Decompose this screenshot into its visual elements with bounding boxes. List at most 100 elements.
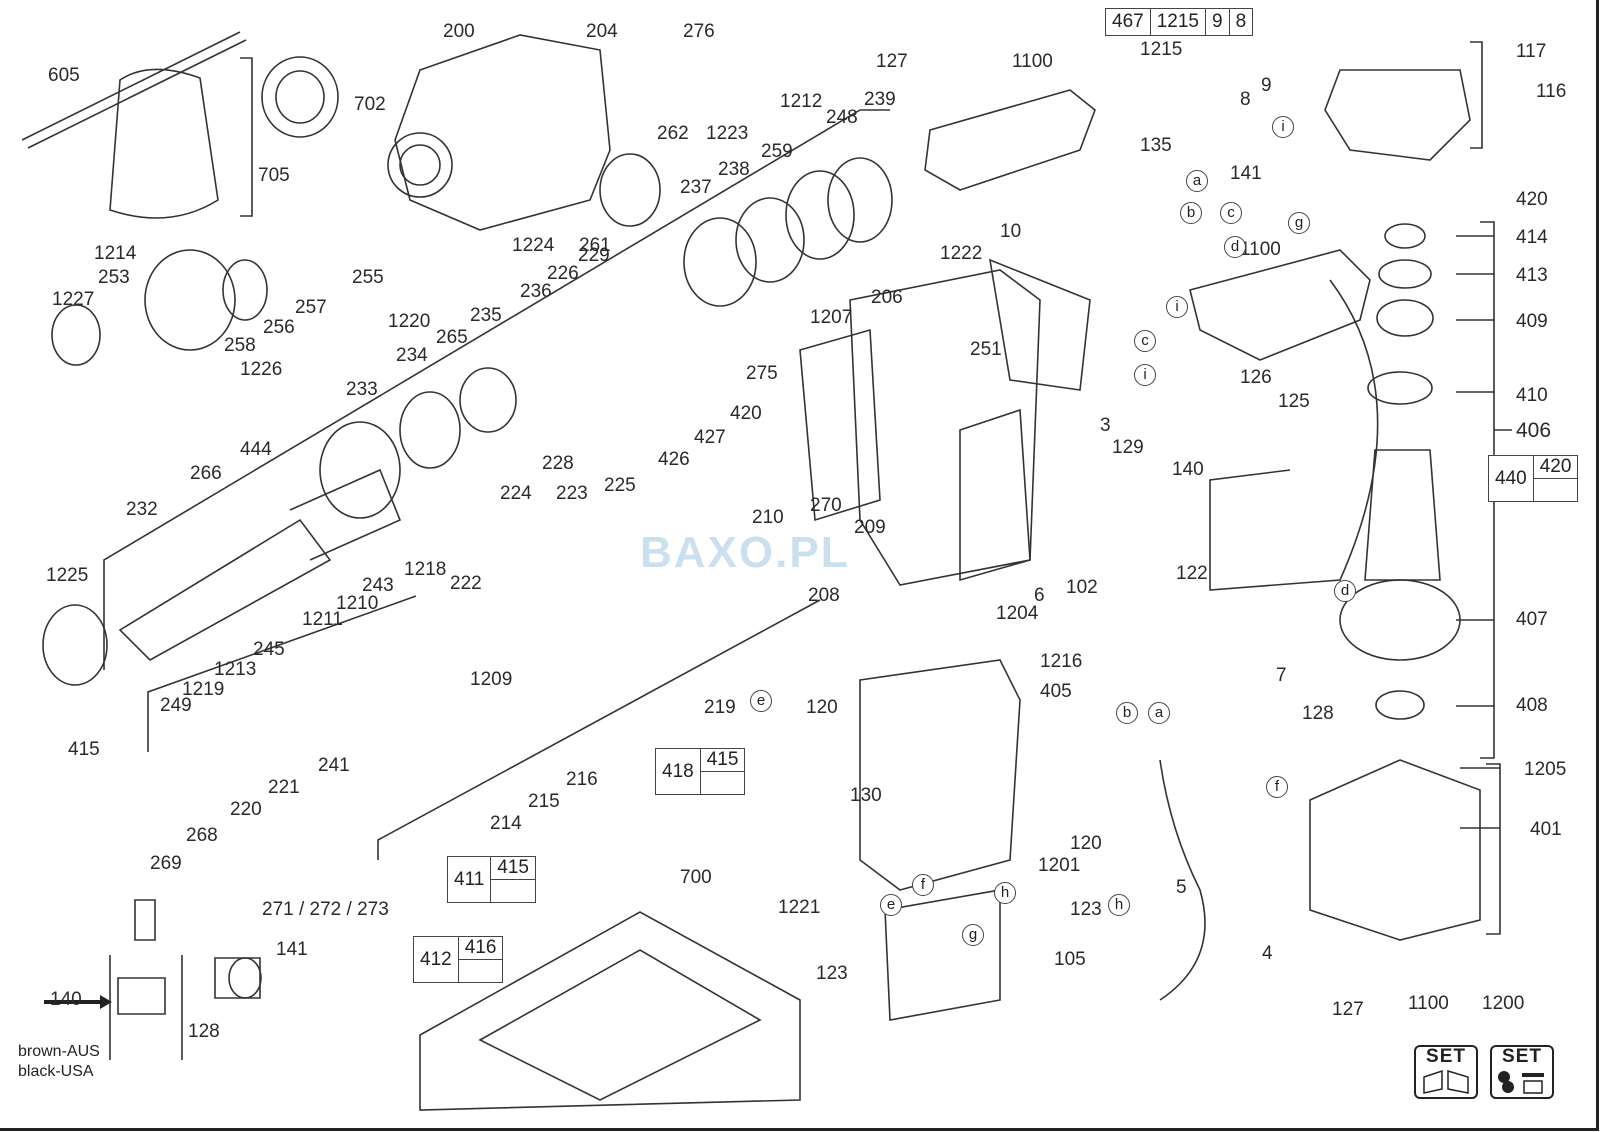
- part-label: 223: [556, 483, 588, 504]
- part-label: 5: [1176, 877, 1187, 898]
- part-label: 427: [694, 427, 726, 448]
- set-box-sub: 416: [458, 937, 503, 960]
- set-box-main: 440: [1489, 456, 1534, 501]
- part-label: 1227: [52, 289, 95, 310]
- part-label: 200: [443, 21, 475, 42]
- part-label: 141: [1230, 163, 1262, 184]
- part-label: 116: [1536, 81, 1567, 102]
- connector-marker: d: [1224, 236, 1246, 258]
- wiring-note: brown-AUS black-USA: [18, 1042, 100, 1082]
- set-box-418: 418 415: [655, 748, 746, 795]
- part-label: 234: [396, 345, 428, 366]
- part-label: 6: [1034, 585, 1045, 606]
- watermark: BAXO.PL: [640, 528, 850, 577]
- set-box-412: 412 416: [413, 936, 504, 983]
- connector-marker: a: [1186, 170, 1208, 192]
- connector-marker: c: [1134, 330, 1156, 352]
- set-box-sub: [701, 772, 745, 794]
- part-label: 140: [50, 989, 82, 1010]
- part-label: 229: [578, 245, 610, 266]
- part-label: 125: [1278, 391, 1310, 412]
- connector-marker: f: [912, 874, 934, 896]
- part-label: 228: [542, 453, 574, 474]
- part-label: 239: [864, 89, 896, 110]
- part-label: 1100: [1012, 51, 1053, 72]
- connector-marker: i: [1272, 116, 1294, 138]
- part-label: 249: [160, 695, 192, 716]
- part-label: 243: [362, 575, 394, 596]
- part-label: 1215: [1140, 39, 1183, 60]
- part-label: 129: [1112, 437, 1144, 458]
- part-label: 414: [1516, 227, 1548, 248]
- part-label: 1219: [182, 679, 225, 700]
- bracket-415: [147, 595, 417, 752]
- part-label: 1224: [512, 235, 555, 256]
- part-label: 415: [68, 739, 100, 760]
- connector-marker: b: [1180, 202, 1202, 224]
- part-label: 222: [450, 573, 482, 594]
- connector-marker: b: [1116, 702, 1138, 724]
- set-box-sub: [459, 960, 503, 982]
- part-label: 232: [126, 499, 158, 520]
- part-label: 236: [520, 281, 552, 302]
- part-label: 266: [190, 463, 222, 484]
- connector-marker: d: [1334, 580, 1356, 602]
- part-label: 420: [730, 403, 762, 424]
- header-part-table: 467 1215 9 8: [1105, 8, 1254, 36]
- part-label: 256: [263, 317, 295, 338]
- part-label: 1213: [214, 659, 257, 680]
- set-icon-text: SET: [1502, 1046, 1542, 1067]
- connector-marker: h: [1108, 894, 1130, 916]
- part-label: 248: [826, 107, 858, 128]
- header-cell: 9: [1206, 9, 1230, 35]
- part-label: 1205: [1524, 759, 1567, 780]
- part-label: 265: [436, 327, 468, 348]
- part-label: 219: [704, 697, 736, 718]
- part-label: 241: [318, 755, 350, 776]
- part-label: 270: [810, 495, 842, 516]
- set-icon-text: SET: [1426, 1046, 1466, 1067]
- part-label: 276: [683, 21, 715, 42]
- part-label: 1200: [1482, 993, 1525, 1014]
- wiring-note-aus: brown-AUS: [18, 1043, 100, 1060]
- part-label: 401: [1530, 819, 1562, 840]
- part-label: 1220: [388, 311, 431, 332]
- part-label: 224: [500, 483, 532, 504]
- part-label: 275: [746, 363, 778, 384]
- part-label: 702: [354, 94, 386, 115]
- part-label: 117: [1516, 41, 1547, 62]
- part-label: 225: [604, 475, 636, 496]
- set-box-440: 440 420: [1488, 455, 1579, 502]
- part-label: 1214: [94, 243, 137, 264]
- connector-marker: g: [1288, 212, 1310, 234]
- set-box-411: 411 415: [447, 856, 536, 903]
- part-label: 1210: [336, 593, 379, 614]
- connector-marker: g: [962, 924, 984, 946]
- part-label: 405: [1040, 681, 1072, 702]
- part-label: 261: [579, 235, 611, 256]
- header-cell: 8: [1235, 11, 1247, 32]
- connector-marker: i: [1166, 296, 1188, 318]
- part-label: 700: [680, 867, 712, 888]
- part-label: 1211: [302, 609, 343, 630]
- part-label: 238: [718, 159, 750, 180]
- connector-marker: c: [1220, 202, 1242, 224]
- part-label: 1212: [780, 91, 823, 112]
- part-label: 128: [188, 1021, 220, 1042]
- part-label: 1204: [996, 603, 1039, 624]
- connector-marker: e: [750, 690, 772, 712]
- part-label: 135: [1140, 135, 1172, 156]
- header-cell: 467: [1106, 9, 1151, 35]
- part-label: 127: [1332, 999, 1364, 1020]
- part-label: 126: [1240, 367, 1272, 388]
- part-label: 4: [1262, 943, 1273, 964]
- arrow-icon: [44, 995, 112, 1009]
- part-label: 1223: [706, 123, 749, 144]
- part-label: 1226: [240, 359, 283, 380]
- part-label: 102: [1066, 577, 1098, 598]
- part-label: 269: [150, 853, 182, 874]
- part-label: 9: [1261, 75, 1272, 96]
- part-label: 237: [680, 177, 712, 198]
- part-label: 259: [761, 141, 793, 162]
